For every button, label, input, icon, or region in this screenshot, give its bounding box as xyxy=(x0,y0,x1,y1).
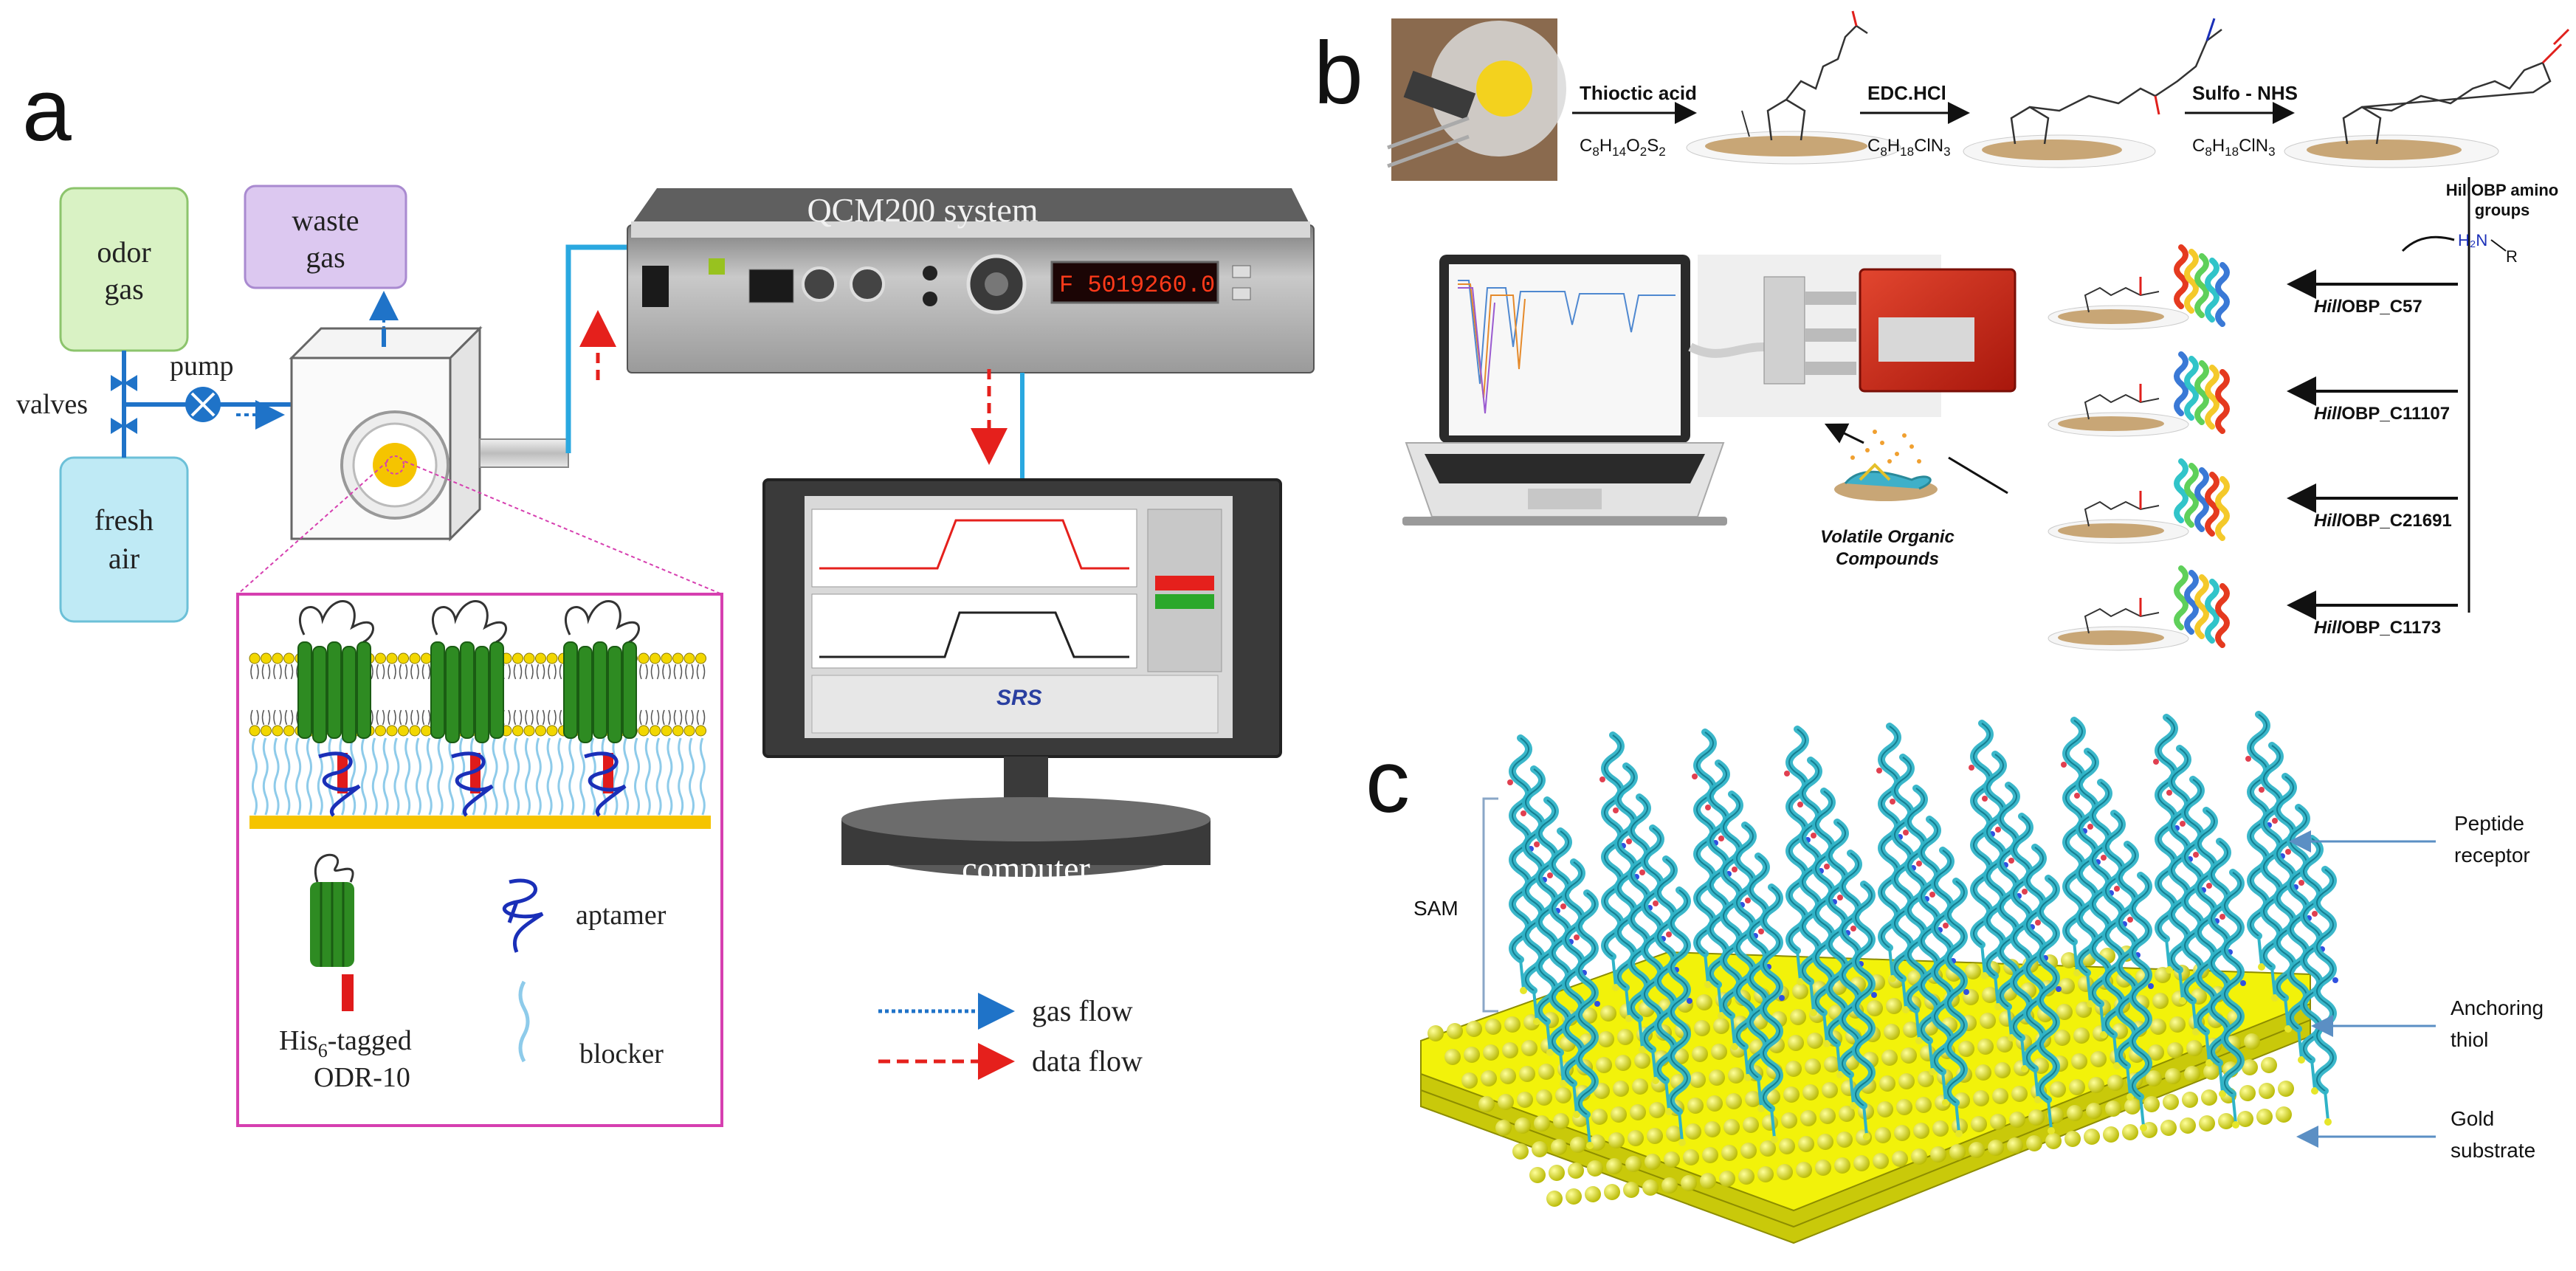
screen-logo: SRS xyxy=(996,686,1042,710)
reaction-step-3: Sulfo - NHS C8H18ClN3 xyxy=(2185,82,2298,159)
receptor-label: His6-tagged xyxy=(279,1025,412,1061)
computer-label: computer xyxy=(962,850,1090,887)
sam-bracket xyxy=(1482,797,1498,1013)
fresh-air-label-1: fresh xyxy=(94,503,154,537)
step-1-reagent: Thioctic acid xyxy=(1580,82,1697,104)
panel-a-letter: a xyxy=(22,61,72,159)
molecule-2 xyxy=(1963,18,2222,168)
qcm200-device: QCM200 system F 5019260.0 xyxy=(627,188,1315,373)
protein-row: HillOBP_C11107 xyxy=(2048,351,2458,437)
blocker-label: blocker xyxy=(579,1038,664,1070)
sam-label: SAM xyxy=(1413,897,1459,920)
peptide-label-1: Peptide xyxy=(2454,812,2524,835)
protein-name: HillOBP_C1173 xyxy=(2314,618,2441,638)
waste-gas-label-1: waste xyxy=(292,204,359,237)
odor-gas-label-1: odor xyxy=(97,235,151,269)
pump-label: pump xyxy=(170,351,234,382)
device-cable xyxy=(565,244,631,453)
aptamer-label: aptamer xyxy=(576,900,667,931)
panel-c: c SAM Peptide receptor Anchoring thiol G… xyxy=(1366,711,2544,1244)
amino-groups-label-2: groups xyxy=(2475,201,2530,219)
odor-gas-box xyxy=(59,187,189,352)
step-2-formula: C8H18ClN3 xyxy=(1867,136,1951,159)
device-display: F 5019260.0 xyxy=(1059,272,1215,299)
waste-gas-box xyxy=(244,185,407,289)
odor-gas-label-2: gas xyxy=(104,272,143,306)
electrode-photo xyxy=(1387,18,1566,181)
step-3-reagent: Sulfo - NHS xyxy=(2192,82,2298,104)
panel-b: b Thioctic acid C8H14O2S2 EDC.HCl C8H1 xyxy=(1314,10,2570,651)
molecule-1 xyxy=(1686,10,1901,165)
computer-monitor: SRS computer xyxy=(762,478,1282,887)
reaction-step-1: Thioctic acid C8H14O2S2 xyxy=(1572,82,1697,159)
voc-label-1: Volatile Organic xyxy=(1820,527,1955,547)
output-pipe xyxy=(479,438,569,468)
gold-electrode xyxy=(373,443,417,487)
data-flow-label: data flow xyxy=(1032,1044,1143,1078)
voc-illustration: Volatile Organic Compounds xyxy=(1820,423,2008,569)
reaction-step-2: EDC.HCl C8H18ClN3 xyxy=(1860,82,1970,159)
membrane-illustration xyxy=(249,600,711,829)
waste-gas-label-2: gas xyxy=(306,241,345,274)
amino-groups-label-1: HillOBP amino xyxy=(2446,181,2558,199)
r-group-label: R xyxy=(2506,247,2518,266)
step-2-reagent: EDC.HCl xyxy=(1867,82,1946,104)
protein-row: HillOBP_C1173 xyxy=(2048,565,2458,651)
step-3-formula: C8H18ClN3 xyxy=(2192,136,2276,159)
protein-row: HillOBP_C57 xyxy=(2048,244,2458,330)
blocker-legend-icon xyxy=(518,980,530,1063)
step-1-formula: C8H14O2S2 xyxy=(1580,136,1666,159)
gold-label-1: Gold xyxy=(2451,1107,2494,1130)
protein-name: HillOBP_C57 xyxy=(2314,297,2422,317)
gold-layer xyxy=(249,816,711,829)
amine-label: H₂N xyxy=(2458,231,2487,249)
valves-label: valves xyxy=(16,389,88,420)
peptide-array xyxy=(1507,711,2338,1149)
laptop xyxy=(1402,255,1727,526)
panel-c-letter: c xyxy=(1366,732,1410,831)
fresh-air-box xyxy=(59,456,189,623)
panel-b-letter: b xyxy=(1314,24,1363,123)
protein-row: HillOBP_C21691 xyxy=(2048,458,2458,544)
receptor-label-2: ODR-10 xyxy=(314,1062,410,1093)
protein-list: HillOBP_C57HillOBP_C11107HillOBP_C21691H… xyxy=(2048,244,2458,651)
thiol-label-1: Anchoring xyxy=(2451,996,2544,1019)
peptide-label-2: receptor xyxy=(2454,844,2530,867)
fresh-air-label-2: air xyxy=(109,542,140,575)
valve-icon xyxy=(111,375,137,391)
protein-name: HillOBP_C21691 xyxy=(2314,511,2452,531)
valve-icon xyxy=(111,418,137,434)
sensor-hardware xyxy=(1688,255,2017,417)
panel-a: a odor gas fresh air valves pump waste g… xyxy=(16,61,1315,1127)
voc-label-2: Compounds xyxy=(1836,549,1939,569)
thiol-label-2: thiol xyxy=(2451,1028,2488,1051)
molecule-3 xyxy=(2284,28,2570,168)
gold-label-2: substrate xyxy=(2451,1139,2535,1162)
device-title: QCM200 system xyxy=(807,191,1038,229)
legend-receptor xyxy=(310,853,354,1011)
aptamer-legend-icon xyxy=(503,878,544,953)
gas-flow-label: gas flow xyxy=(1032,994,1133,1027)
protein-name: HillOBP_C11107 xyxy=(2314,404,2450,424)
sensor-chamber xyxy=(289,326,483,542)
